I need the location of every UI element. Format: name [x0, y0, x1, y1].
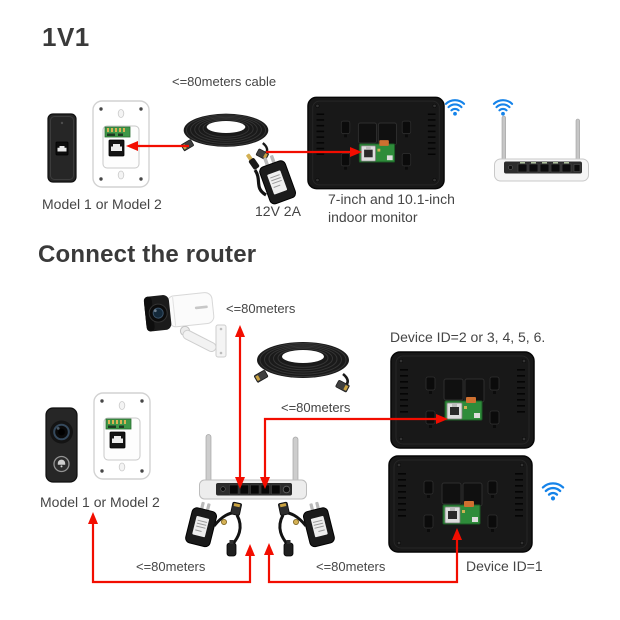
monitor-device-group-back	[390, 351, 535, 449]
doorbell-model-1-front	[45, 407, 78, 483]
wifi-icon	[541, 482, 565, 502]
bottom-right-distance-label: <=80meters	[316, 559, 386, 574]
ethernet-cable-coil	[253, 332, 353, 394]
section-title-connect-router: Connect the router	[38, 241, 257, 268]
power-adapter-12v	[246, 150, 301, 205]
monitor-label-line2: indoor monitor	[328, 209, 418, 226]
section-title-1v1: 1V1	[42, 22, 90, 52]
monitor-label: 7-inch and 10.1-inch indoor monitor	[328, 190, 455, 226]
indoor-monitor-back	[307, 96, 445, 190]
cable-length-label: <=80meters cable	[172, 74, 277, 89]
bullet-camera	[143, 288, 235, 362]
doorbell-model-1-back	[47, 113, 77, 183]
power-adapter-label: 12V 2A	[255, 203, 301, 219]
monitor-link-distance-label: <=80meters	[281, 400, 351, 415]
camera-distance-label: <=80meters	[226, 301, 296, 316]
power-adapter-set-left	[180, 500, 258, 558]
doorbell-model-label: Model 1 or Model 2	[42, 196, 162, 212]
router-back	[199, 434, 307, 500]
monitor-device-1-back	[388, 455, 533, 553]
monitor-label-line1: 7-inch and 10.1-inch	[328, 191, 455, 207]
doorbell-model-2-back	[92, 100, 150, 188]
doorbell-model-label: Model 1 or Model 2	[40, 494, 160, 510]
power-adapter-set-right	[262, 500, 340, 558]
wifi-icon	[444, 99, 466, 117]
doorbell-model-2-back	[93, 392, 151, 480]
monitor-device-1-label: Device ID=1	[466, 558, 543, 574]
router-front	[494, 115, 589, 183]
bottom-left-distance-label: <=80meters	[136, 559, 206, 574]
monitor-group-label: Device ID=2 or 3, 4, 5, 6.	[390, 329, 546, 345]
